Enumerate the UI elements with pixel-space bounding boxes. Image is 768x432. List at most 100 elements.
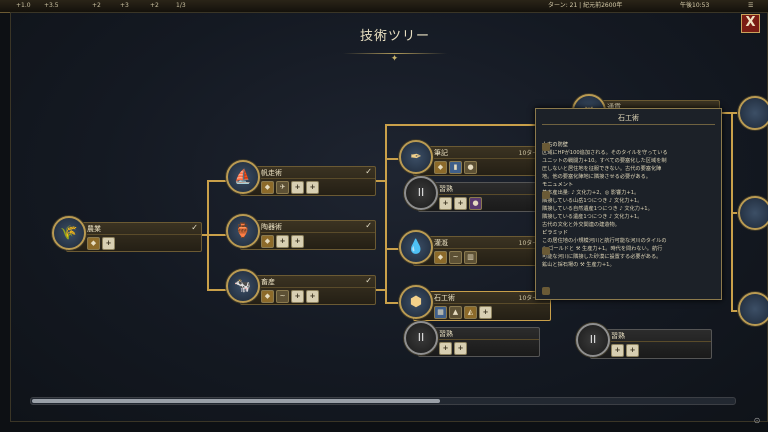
gold-yield: +2 [92,2,101,9]
plus-icon: + [626,344,639,357]
science-yield: +1.0 [16,2,31,9]
tech-name: 石工術 [434,294,455,302]
monument-icon: ▲ [449,306,462,319]
wall-icon: ▦ [434,306,447,319]
tech-node-partial[interactable] [738,196,768,232]
unlock-icons: ◆~++ [261,290,321,303]
library-icon: ◆ [434,161,447,174]
civic-name: 習熟 [611,332,625,340]
tech-node-irrigation[interactable]: 灌漑 10ターン ◆~▥ 💧 [399,230,551,266]
happiness-yield: +2 [150,2,159,9]
plus-icon: + [611,344,624,357]
tech-name: 畜産 [261,278,275,286]
sailing-icon: ⛵ [226,160,260,194]
aqueduct-icon: ◆ [434,251,447,264]
connector [385,158,399,160]
tooltip-line: 古代の文化と外交関連の建造物。 [542,222,620,228]
horizontal-scrollbar[interactable] [30,397,736,405]
pyramid-icon [542,247,550,255]
custom-icon: II [404,176,438,210]
unlock-icons: ++ [611,344,641,357]
civic-node-custom-2[interactable]: 習熟 ++ II [404,321,544,357]
unlock-icons: ◆++ [261,235,306,248]
title-header: 技術ツリー ✦ [329,23,461,64]
tooltip-line: ユニットの戦闘力+10。すべての要塞化した区域を制 [542,158,667,164]
tech-node-partial[interactable] [738,96,768,132]
harbor-icon: ◆ [261,181,274,194]
tooltip-title: 石工術 [618,114,639,122]
tech-node-pottery[interactable]: 陶器術 ✓ ◆++ 🏺 [226,214,376,250]
tech-icon [738,196,768,230]
title-divider [343,53,447,54]
connector [374,289,386,291]
connector [207,180,227,182]
plus-icon: + [306,181,319,194]
pottery-icon: 🏺 [226,214,260,248]
civic-node-custom-3[interactable]: 習熟 ++ II [576,323,716,359]
civic-name: 習熟 [439,185,453,193]
unlock-icons: ◆+ [87,237,117,250]
ornament-icon: ✦ [390,54,399,64]
tech-node-agriculture[interactable]: 農業 ✓ ◆+ 🌾 [52,216,202,252]
pasture-icon: ◆ [261,290,274,303]
connector [720,112,750,114]
tooltip-line: ピラミッド [542,230,568,236]
turns-remaining: 10ターン [518,295,544,302]
close-button[interactable]: X [741,14,760,33]
menu-icon[interactable]: ☰ [748,2,754,9]
policy-icon: ● [469,197,482,210]
completed-check-icon: ✓ [365,167,372,176]
tooltip-line: 基本産出量: ♪ 文化力+2、◎ 影響力+1。 [542,190,640,196]
wall-icon [542,143,550,151]
unlock-icons: ◆✈++ [261,181,321,194]
farm-icon: ◆ [87,237,100,250]
tech-node-sailing[interactable]: 帆走術 ✓ ◆✈++ ⛵ [226,160,376,196]
tooltip-line: 地。他の要塞化陣地に隣接させる必要がある。 [542,174,651,180]
tech-node-masonry[interactable]: 石工術 10ターン ▦▲◭+ ⬢ [399,285,551,321]
completed-check-icon: ✓ [191,223,198,232]
tooltip-line: 可能な河川に隣接した砂漠に設置する必要がある。 [542,254,662,260]
tooltip-line: 隣接している遺産1つにつき ♪ 文化力+1。 [542,214,643,220]
unlock-icons: ++ [439,342,469,355]
plus-icon: + [102,237,115,250]
connector [385,124,535,126]
monument-icon [542,191,550,199]
pyramid-icon: ◭ [464,306,477,319]
tech-node-husbandry[interactable]: 畜産 ✓ ◆~++ 🐄 [226,269,376,305]
scroll-icon: ▮ [449,161,462,174]
tooltip-line: 区域にHPが100追加される。そのタイルを守っている [542,150,668,156]
plus-icon: + [291,181,304,194]
building-icon: ▥ [464,251,477,264]
tooltip-body: 大古の防壁 区域にHPが100追加される。そのタイルを守っている ユニットの戦闘… [542,141,716,269]
plus-icon: + [454,342,467,355]
tech-name: 陶器術 [261,223,282,231]
culture-yield: +3.5 [44,2,59,9]
plus-icon: + [479,306,492,319]
wave-icon: ~ [276,290,289,303]
settlement-count: 1/3 [176,2,186,9]
tech-tooltip: 石工術 大古の防壁 区域にHPが100追加される。そのタイルを守っている ユニッ… [535,108,722,300]
connector [385,302,399,304]
plus-icon: + [291,290,304,303]
plus-icon: + [306,290,319,303]
civic-name: 習熟 [439,330,453,338]
wave-icon: ~ [449,251,462,264]
completed-check-icon: ✓ [365,221,372,230]
civic-node-custom-1[interactable]: 習熟 ++● II [404,176,544,212]
writing-icon: ✒ [399,140,433,174]
tooltip-line: 圧しないと居住地を征服できない。古代の要塞化陣 [542,166,662,172]
turn-info: ターン: 21 | 紀元前2600年 [548,2,623,9]
irrigation-icon: 💧 [399,230,433,264]
plus-icon: + [439,197,452,210]
tech-name: 灌漑 [434,239,448,247]
connector [385,124,387,304]
connector [198,234,208,236]
connector [374,180,386,182]
settings-corner-icon[interactable]: ⊙ [753,416,761,425]
scrollbar-thumb[interactable] [32,399,440,403]
tech-node-writing[interactable]: 筆記 10ターン ◆▮● ✒ [399,140,551,176]
tooltip-line: 大古の防壁 [542,142,568,148]
plus-icon [542,287,550,295]
tech-node-partial[interactable] [738,292,768,328]
tooltip-line: 鉱山と採石場の ⚒ 生産力+1。 [542,262,615,268]
